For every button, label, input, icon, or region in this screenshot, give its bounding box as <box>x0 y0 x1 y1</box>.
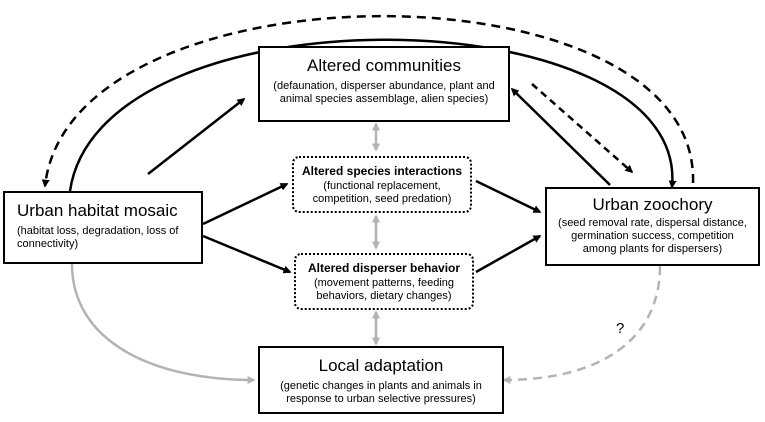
uncertain-link-label: ? <box>616 320 625 337</box>
node-local-adaptation: Local adaptation (genetic changes in pla… <box>258 346 504 414</box>
node-detail: (habitat loss, degradation, loss of conn… <box>17 225 179 250</box>
arrow-zoochory-to-habitat-dashed <box>41 14 695 188</box>
node-title: Local adaptation <box>318 356 444 375</box>
node-detail: (movement patterns, feeding behaviors, d… <box>313 277 455 302</box>
arrow-behavior-to-zoochory <box>475 234 542 274</box>
node-detail: (genetic changes in plants and animals i… <box>280 380 482 405</box>
arrow-habitat-to-behavior <box>202 234 292 274</box>
node-title: Altered disperser behavior <box>307 261 461 275</box>
arrow-habitat-to-zoochory-solid <box>68 38 677 192</box>
arrow-communities-to-zoochory-dashed <box>531 83 634 174</box>
node-detail: (seed removal rate, dispersal distance, … <box>558 217 747 255</box>
arrow-zoochory-to-communities <box>510 87 611 186</box>
node-altered-disperser-behavior: Altered disperser behavior (movement pat… <box>294 253 474 310</box>
node-altered-species-interactions: Altered species interactions (functional… <box>292 156 472 213</box>
arrow-habitat-to-interactions <box>202 182 289 226</box>
node-urban-habitat-mosaic: Urban habitat mosaic (habitat loss, degr… <box>3 191 203 264</box>
node-title: Altered communities <box>306 56 461 75</box>
node-detail: (functional replacement, competition, se… <box>312 180 452 205</box>
node-urban-zoochory: Urban zoochory (seed removal rate, dispe… <box>545 187 760 266</box>
node-title: Altered species interactions <box>301 164 463 178</box>
arrow-habitat-to-adaptation <box>70 263 256 384</box>
arrow-zoochory-to-adaptation-dashed <box>502 265 662 384</box>
node-altered-communities: Altered communities (defaunation, disper… <box>258 46 510 122</box>
node-title: Urban habitat mosaic <box>17 201 178 220</box>
node-detail: (defaunation, disperser abundance, plant… <box>273 80 495 105</box>
arrow-habitat-to-communities <box>147 98 246 175</box>
arrow-interactions-to-zoochory <box>475 179 542 214</box>
node-title: Urban zoochory <box>592 195 713 214</box>
